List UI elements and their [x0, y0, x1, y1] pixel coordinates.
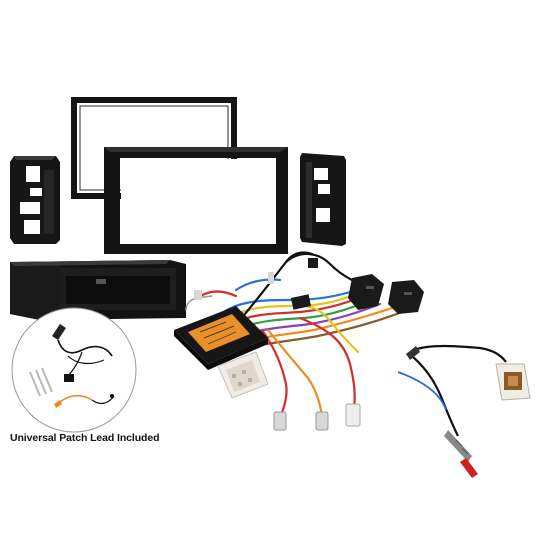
steering-control-interface: [174, 306, 268, 370]
iso-connectors: [290, 274, 424, 314]
antenna-adapter: [397, 344, 531, 478]
side-bracket-right: [300, 153, 346, 246]
side-bracket-left: [10, 156, 60, 244]
patch-lead-caption: Universal Patch Lead Included: [10, 432, 160, 444]
vehicle-connector-white: [217, 351, 269, 399]
universal-patch-lead: [11, 307, 137, 433]
harness-terminals: [194, 258, 361, 431]
fascia-panel: [104, 147, 288, 254]
storage-pocket: [10, 260, 186, 320]
